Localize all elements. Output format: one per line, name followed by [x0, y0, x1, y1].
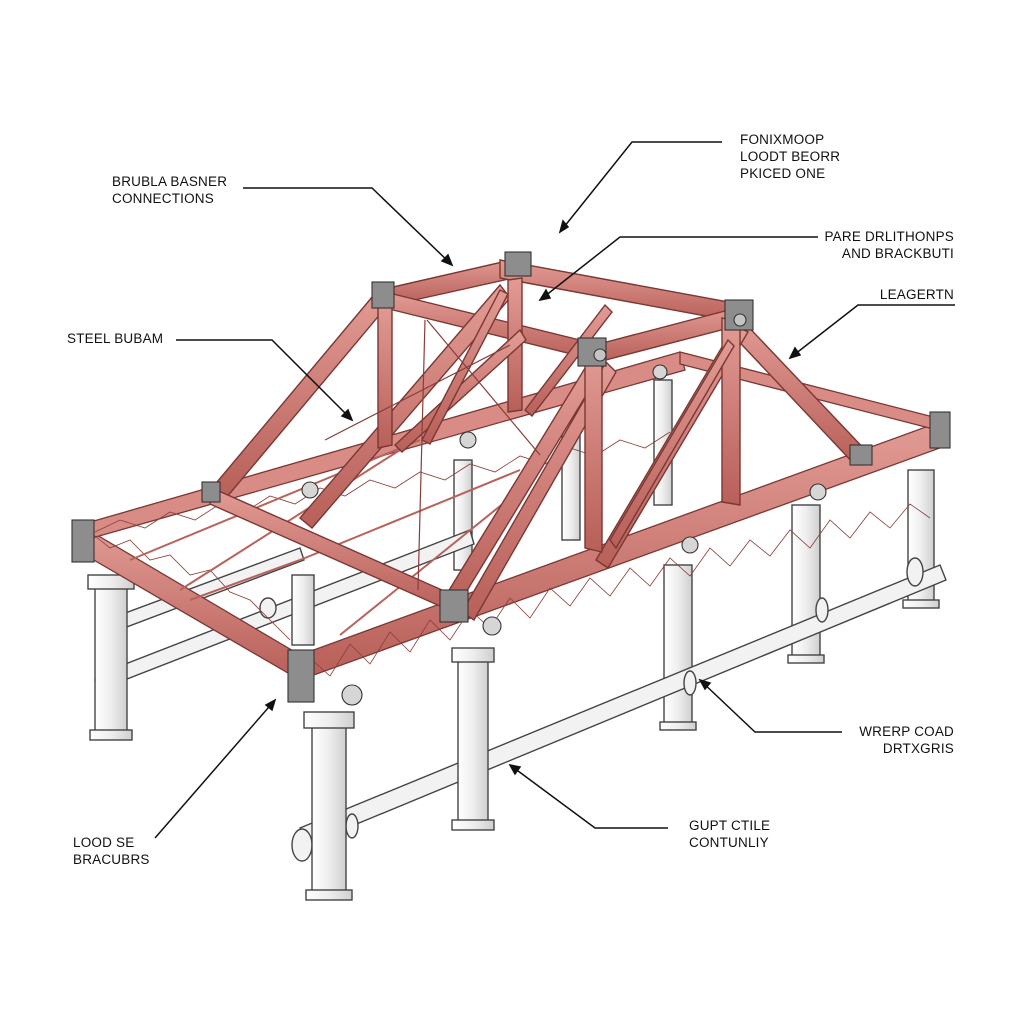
leader-mid-right: [789, 304, 955, 359]
label-line: LOODT BEORR: [740, 149, 841, 164]
label-mid-right: LEAGERTN: [880, 286, 954, 303]
rafter: [299, 283, 511, 529]
label-top-left: BRUBLA BASNER CONNECTIONS: [112, 173, 227, 207]
leader-top-center: [559, 141, 722, 233]
leader-mid-left: [176, 339, 353, 421]
rafter: [461, 360, 617, 621]
label-line: PARE DRLITHONPS: [824, 229, 954, 244]
label-line: AND BRACKBUTI: [841, 246, 954, 261]
label-bottom-center: GUPT CTILE CONTUNLIY: [689, 817, 770, 851]
leader-mid-right-upper: [539, 236, 818, 301]
label-line: PKICED ONE: [740, 166, 826, 181]
leader-bottom-left: [154, 699, 276, 839]
leader-top-left: [243, 187, 453, 266]
label-line: BRACUBRS: [73, 852, 150, 867]
support-post: [457, 654, 489, 826]
leader-bottom-center: [509, 764, 668, 829]
label-line: LOOD SE: [73, 835, 135, 850]
label-top-center: FONIXMOOP LOODT BEORR PKICED ONE: [740, 131, 840, 182]
web-member: [393, 328, 527, 453]
support-post: [453, 459, 473, 571]
label-line: LEAGERTN: [879, 287, 954, 302]
label-line: GUPT CTILE: [689, 818, 771, 833]
support-post: [291, 574, 315, 646]
leader-lines: [154, 141, 955, 839]
roof-truss: [209, 257, 872, 621]
support-post: [663, 564, 693, 726]
support-posts-front: [87, 574, 495, 901]
web-member: [609, 338, 735, 550]
support-posts-back: [453, 379, 940, 731]
rafter: [727, 316, 872, 466]
label-line: STEEL BUBAM: [67, 331, 164, 346]
label-mid-left: STEEL BUBAM: [67, 330, 163, 347]
web-member: [421, 289, 509, 445]
label-line: CONNECTIONS: [112, 191, 214, 206]
label-bottom-left: LOOD SE BRACUBRS: [73, 834, 150, 868]
label-line: DRTXGRIS: [882, 741, 954, 756]
label-bottom-right: WRERP COAD DRTXGRIS: [859, 723, 954, 757]
label-line: WRERP COAD: [859, 724, 954, 739]
leader-bottom-right: [699, 679, 842, 733]
label-line: BRUBLA BASNER: [112, 174, 228, 189]
support-post: [311, 719, 347, 896]
ridge-beam-top: [499, 259, 746, 323]
label-mid-right-upper: PARE DRLITHONPS AND BRACKBUTI: [824, 228, 954, 262]
label-line: CONTUNLIY: [689, 835, 769, 850]
label-line: FONIXMOOP: [740, 132, 825, 147]
connection-plates: [71, 251, 951, 706]
truss-post: [377, 299, 393, 449]
support-post: [94, 579, 128, 736]
truss-post: [584, 349, 603, 553]
